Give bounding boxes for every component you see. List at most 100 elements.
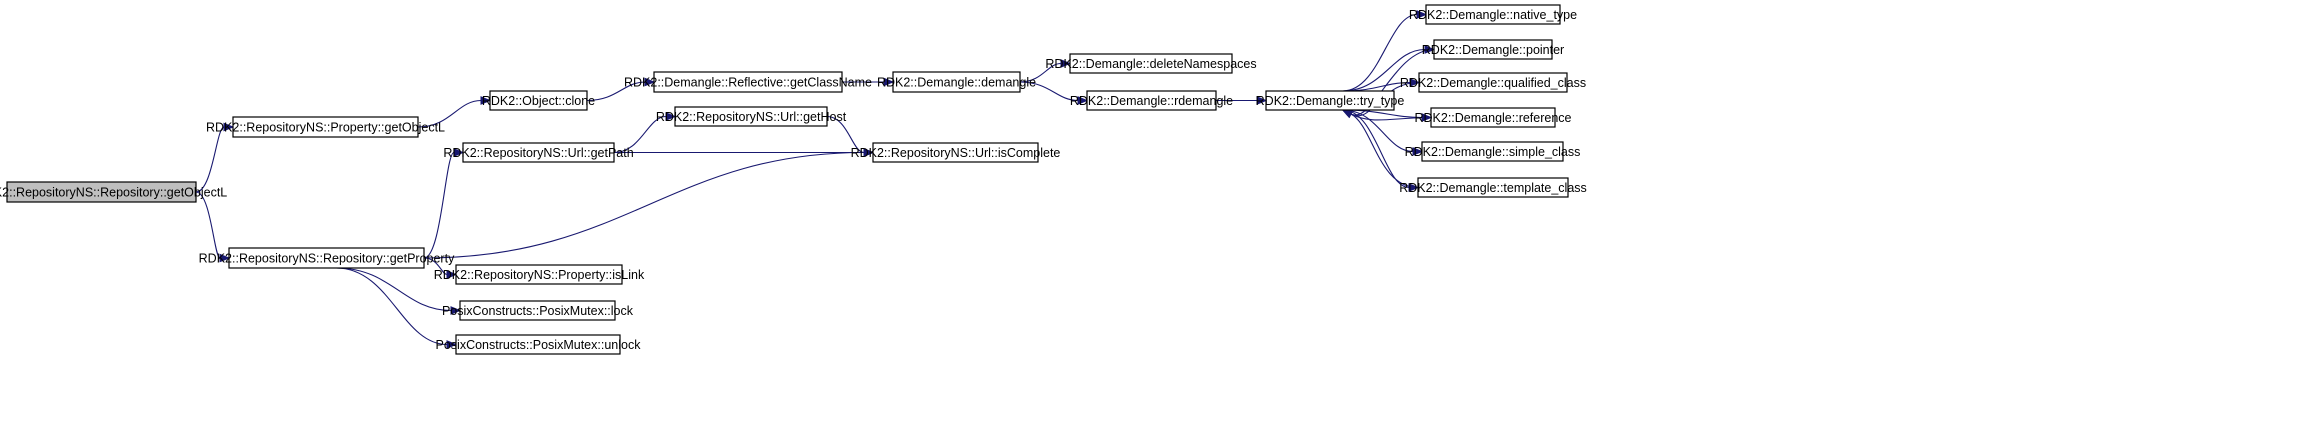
- edges-layer: [195, 10, 1436, 349]
- node-box[interactable]: [1425, 4, 1561, 25]
- node-box[interactable]: [1417, 177, 1569, 198]
- arrowhead-repo_getObjectL-to-prop_getObjectL: [223, 122, 235, 132]
- node-repo-getProperty[interactable]: RDK2::RepositoryNS::Repository::getPrope…: [199, 247, 455, 269]
- node-pointer[interactable]: RDK2::Demangle::pointer: [1422, 39, 1564, 60]
- arrowhead-demangle-to-deleteNamespaces: [1060, 59, 1072, 68]
- node-box[interactable]: [1430, 107, 1556, 128]
- edge-repo_getProperty-to-prop_isLink: [423, 257, 448, 276]
- node-box[interactable]: [462, 142, 615, 163]
- node-box[interactable]: [1086, 90, 1217, 111]
- arrowhead-repo_getProperty-to-mutex_lock: [450, 306, 462, 315]
- arrowhead-repo_getObjectL-to-repo_getProperty: [219, 253, 231, 263]
- node-box[interactable]: [674, 106, 828, 127]
- node-box[interactable]: [455, 334, 621, 355]
- node-template-class[interactable]: RDK2::Demangle::template_class: [1399, 177, 1587, 198]
- node-mutex-unlock[interactable]: PosixConstructs::PosixMutex::unlock: [436, 334, 642, 355]
- arrowhead-repo_getProperty-to-mutex_unlock: [446, 340, 458, 349]
- node-try-type[interactable]: RDK2::Demangle::try_type: [1256, 90, 1405, 111]
- node-label: RDK2::Demangle::reference: [1414, 111, 1571, 125]
- node-prop-getObjectL[interactable]: RDK2::RepositoryNS::Property::getObjectL: [206, 116, 445, 138]
- node-repo-getObjectL[interactable]: RDK2::RepositoryNS::Repository::getObjec…: [0, 181, 227, 203]
- edge-url_getPath-to-url_getHost: [613, 115, 667, 154]
- edge-pointer-to-try_type: [1350, 48, 1435, 116]
- edge-template_class-to-try_type: [1350, 113, 1419, 189]
- node-label: RDK2::RepositoryNS::Repository::getObjec…: [0, 185, 227, 199]
- arrowhead-url_getPath-to-url_getHost: [665, 112, 677, 121]
- arrowhead-demangle-to-rdemangle: [1077, 96, 1089, 105]
- node-label: RDK2::Demangle::simple_class: [1405, 145, 1581, 159]
- edge-prop_getObjectL-to-object_clone: [417, 99, 482, 128]
- node-label: RDK2::RepositoryNS::Url::getHost: [656, 110, 847, 124]
- edge-url_getHost-to-url_isComplete: [826, 115, 865, 154]
- node-native-type[interactable]: RDK2::Demangle::native_type: [1409, 4, 1577, 25]
- arrowhead-prop_getObjectL-to-object_clone: [480, 96, 492, 105]
- node-reflective-getClassName[interactable]: RDK2::Demangle::Reflective::getClassName: [624, 71, 872, 93]
- edge-demangle-to-deleteNamespaces: [1019, 62, 1062, 83]
- arrowhead-rdemangle-to-try_type: [1256, 96, 1268, 105]
- arrowhead-repo_getProperty-to-prop_isLink: [446, 270, 458, 279]
- node-label: RDK2::Demangle::deleteNamespaces: [1045, 57, 1256, 71]
- edge-repo_getObjectL-to-prop_getObjectL: [195, 126, 225, 193]
- edge-repo_getProperty-to-url_getPath: [423, 151, 455, 259]
- nodes-layer: RDK2::RepositoryNS::Repository::getObjec…: [0, 4, 1587, 355]
- node-mutex-lock[interactable]: PosixConstructs::PosixMutex::lock: [442, 300, 634, 321]
- node-reference[interactable]: RDK2::Demangle::reference: [1414, 107, 1572, 128]
- edge-demangle-to-rdemangle: [1019, 81, 1079, 102]
- edge-repo_getProperty-to-mutex_unlock: [336, 267, 448, 346]
- node-demangle[interactable]: RDK2::Demangle::demangle: [877, 71, 1036, 93]
- node-box[interactable]: [1421, 141, 1564, 162]
- node-simple-class[interactable]: RDK2::Demangle::simple_class: [1405, 141, 1581, 162]
- node-url-getHost[interactable]: RDK2::RepositoryNS::Url::getHost: [656, 106, 847, 127]
- node-label: RDK2::Demangle::native_type: [1409, 8, 1577, 22]
- node-label: RDK2::Demangle::pointer: [1422, 43, 1564, 57]
- arrowhead-template_class-to-try_type: [1341, 109, 1354, 119]
- node-box[interactable]: [455, 264, 623, 285]
- node-label: RDK2::RepositoryNS::Property::isLink: [434, 268, 645, 282]
- node-label: RDK2::Demangle::demangle: [877, 75, 1036, 89]
- arrowhead-try_type-to-simple_class: [1412, 147, 1424, 156]
- node-qualified-class[interactable]: RDK2::Demangle::qualified_class: [1400, 72, 1586, 93]
- node-box[interactable]: [1069, 53, 1233, 74]
- edge-try_type-to-pointer: [1342, 48, 1426, 92]
- node-box[interactable]: [489, 90, 588, 111]
- arrowhead-repo_getProperty-to-url_getPath: [453, 148, 465, 157]
- node-box[interactable]: [1433, 39, 1553, 60]
- node-label: RDK2::Demangle::rdemangle: [1070, 94, 1233, 108]
- node-label: RDK2::Demangle::Reflective::getClassName: [624, 75, 872, 89]
- node-label: RDK2::RepositoryNS::Repository::getPrope…: [199, 251, 455, 265]
- arrowhead-reflective_getClassName-to-demangle: [883, 77, 895, 87]
- node-box[interactable]: [1418, 72, 1568, 93]
- node-url-isComplete[interactable]: RDK2::RepositoryNS::Url::isComplete: [851, 142, 1061, 163]
- node-label: RDK2::RepositoryNS::Url::isComplete: [851, 146, 1061, 160]
- edge-repo_getProperty-to-url_isComplete: [423, 151, 865, 259]
- node-label: RDK2::Demangle::qualified_class: [1400, 76, 1586, 90]
- edge-try_type-to-simple_class: [1342, 109, 1414, 153]
- node-box[interactable]: [653, 71, 843, 93]
- node-box[interactable]: [459, 300, 616, 321]
- node-rdemangle[interactable]: RDK2::Demangle::rdemangle: [1070, 90, 1233, 111]
- node-box[interactable]: [872, 142, 1039, 163]
- arrowhead-url_getHost-to-url_isComplete: [863, 148, 875, 157]
- node-label: RDK2::RepositoryNS::Property::getObjectL: [206, 120, 445, 134]
- node-box[interactable]: [6, 181, 197, 203]
- edge-reference-to-try_type: [1350, 113, 1432, 121]
- node-label: RDK2::RepositoryNS::Url::getPath: [443, 146, 633, 160]
- edge-repo_getObjectL-to-repo_getProperty: [195, 191, 221, 259]
- node-url-getPath[interactable]: RDK2::RepositoryNS::Url::getPath: [443, 142, 634, 163]
- node-box[interactable]: [892, 71, 1021, 93]
- node-label: RDK2::Demangle::template_class: [1399, 181, 1587, 195]
- node-label: RDK2::Object::clone: [482, 94, 595, 108]
- edge-try_type-to-template_class: [1342, 109, 1410, 189]
- node-deleteNamespaces[interactable]: RDK2::Demangle::deleteNamespaces: [1045, 53, 1257, 74]
- arrowhead-object_clone-to-reflective_getClassName: [644, 77, 656, 87]
- node-box[interactable]: [1265, 90, 1395, 111]
- edge-repo_getProperty-to-mutex_lock: [336, 267, 452, 312]
- node-object-clone[interactable]: RDK2::Object::clone: [482, 90, 595, 111]
- node-label: RDK2::Demangle::try_type: [1256, 94, 1405, 108]
- arrowhead-try_type-to-native_type: [1416, 10, 1428, 19]
- node-prop-isLink[interactable]: RDK2::RepositoryNS::Property::isLink: [434, 264, 645, 285]
- node-box[interactable]: [228, 247, 425, 269]
- node-label: PosixConstructs::PosixMutex::lock: [442, 304, 634, 318]
- node-box[interactable]: [232, 116, 419, 138]
